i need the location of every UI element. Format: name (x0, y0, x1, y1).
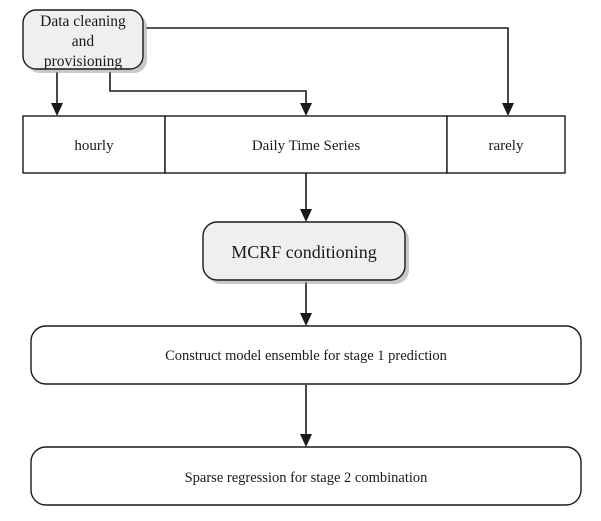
stage2-box (30, 446, 582, 506)
stage1-node: Construct model ensemble for stage 1 pre… (30, 325, 582, 385)
arrowhead-stage2 (300, 434, 312, 447)
arrowhead-stage1 (300, 313, 312, 326)
arrowhead-hourly (51, 103, 63, 116)
frequency-row: hourly Daily Time Series rarely (22, 115, 566, 174)
mcrf-box (202, 221, 406, 281)
rarely-box (446, 115, 566, 174)
arrowhead-mcrf (300, 209, 312, 222)
mcrf-label: MCRF conditioning (231, 242, 377, 262)
data-cleaning-box (22, 9, 144, 70)
daily-label: Daily Time Series (252, 138, 361, 154)
rarely-label: rarely (489, 138, 524, 154)
stage1-box (30, 325, 582, 385)
stage2-label: Sparse regression for stage 2 combinatio… (185, 470, 429, 486)
data-cleaning-label-line1: Data cleaning (40, 13, 126, 30)
edge-data-cleaning-to-rarely (146, 27, 509, 106)
data-cleaning-label-line2: and (72, 33, 95, 50)
data-cleaning-node: Data cleaning and provisioning (22, 9, 147, 73)
stage2-node: Sparse regression for stage 2 combinatio… (30, 446, 582, 506)
edge-data-cleaning-to-daily (109, 72, 307, 106)
connectors (51, 27, 514, 447)
data-cleaning-label-line3: provisioning (44, 53, 123, 70)
hourly-label: hourly (74, 138, 114, 154)
stage1-label: Construct model ensemble for stage 1 pre… (165, 348, 448, 364)
arrowhead-rarely (502, 103, 514, 116)
mcrf-node: MCRF conditioning (202, 221, 409, 284)
arrowhead-daily (300, 103, 312, 116)
